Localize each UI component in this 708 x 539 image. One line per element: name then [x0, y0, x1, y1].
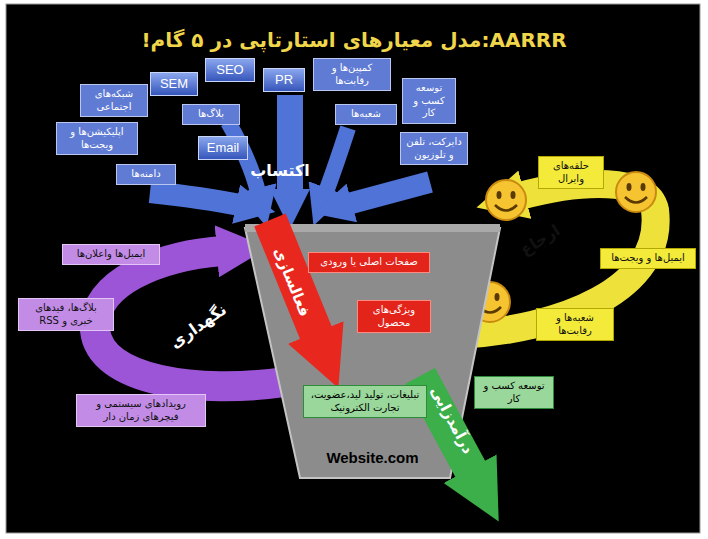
node-text: شعبه‌ها [340, 108, 392, 121]
source-box: توسعه کسب و کار [402, 78, 456, 124]
source-box: دامنه‌ها [116, 164, 176, 185]
revenue-box: تبلیغات، تولید لید،عضویت، تجارت الکترونی… [303, 385, 427, 418]
node-text: رویدادهای سیستمی و فیچرهای زمان دار [81, 398, 201, 423]
node-text: PR [268, 72, 300, 88]
source-box: Email [198, 136, 248, 160]
source-box: SEO [205, 58, 255, 82]
node-text: اپلیکیشن‌ها و ویجت‌ها [61, 126, 133, 151]
title-holder: AARRR:مدل معیارهای استارتاپی در ۵ گام! [141, 28, 566, 52]
node-text: صفحات اصلی یا ورودی [313, 256, 425, 269]
source-box: شبکه‌های اجتماعی [80, 84, 148, 117]
node-text: بلاگ‌ها، فیدهای خبری و RSS [23, 302, 109, 327]
referral-box: شعبه‌ها و رقابت‌ها [536, 308, 614, 341]
source-box: PR [263, 68, 305, 92]
node-text: تبلیغات، تولید لید،عضویت، تجارت الکترونی… [308, 389, 422, 414]
activation-box: ویژگی‌های محصول [357, 300, 431, 333]
retention-box: رویدادهای سیستمی و فیچرهای زمان دار [76, 394, 206, 427]
node-text: حلقه‌های وایرال [543, 160, 599, 185]
retention-box: ایمیل‌ها واعلان‌ها [62, 244, 160, 265]
node-text: شعبه‌ها و رقابت‌ها [541, 312, 609, 337]
node-text: SEO [210, 62, 250, 78]
node-text: بلاگ‌ها [187, 108, 235, 121]
node-text: دامنه‌ها [121, 168, 171, 181]
activation-box: صفحات اصلی یا ورودی [308, 252, 430, 273]
node-text: دایرکت، تلفن و تلوزیون [405, 136, 463, 161]
source-box: کمپین‌ها و رقابت‌ها [313, 58, 391, 91]
referral-box: ایمیل‌ها و ویجت‌ها [600, 248, 696, 269]
node-text: شبکه‌های اجتماعی [85, 88, 143, 113]
source-box: شعبه‌ها [335, 104, 397, 125]
title: AARRR:مدل معیارهای استارتاپی در ۵ گام! [141, 28, 566, 52]
funnel-body [245, 228, 500, 478]
source-box: بلاگ‌ها [182, 104, 240, 125]
source-box: SEM [150, 72, 198, 96]
acquisition-arrows [150, 95, 430, 205]
smiley [486, 180, 526, 220]
source-box: اپلیکیشن‌ها و ویجت‌ها [56, 122, 138, 155]
activation-arrow [270, 220, 318, 338]
node-text: Website.com [326, 449, 418, 466]
panel [6, 4, 700, 533]
node-text: توسعه کسب و کار [407, 82, 451, 120]
stage-label-holder: اکتساب [250, 161, 310, 180]
retention-box: بلاگ‌ها، فیدهای خبری و RSS [18, 298, 114, 331]
source-box: دایرکت، تلفن و تلوزیون [400, 132, 468, 165]
node-text: ایمیل‌ها واعلان‌ها [67, 248, 155, 261]
node-text: کمپین‌ها و رقابت‌ها [318, 62, 386, 87]
node-text: Email [203, 140, 243, 156]
smiley [616, 172, 656, 212]
node-text: توسعه کسب و کار [479, 380, 549, 405]
referral-box: حلقه‌های وایرال [538, 156, 604, 189]
stage-label: اکتساب [250, 161, 310, 180]
node-text: SEM [155, 76, 193, 92]
node-text: ویژگی‌های محصول [362, 304, 426, 329]
node-text: ایمیل‌ها و ویجت‌ها [605, 252, 691, 265]
revenue-box: توسعه کسب و کار [474, 376, 554, 409]
